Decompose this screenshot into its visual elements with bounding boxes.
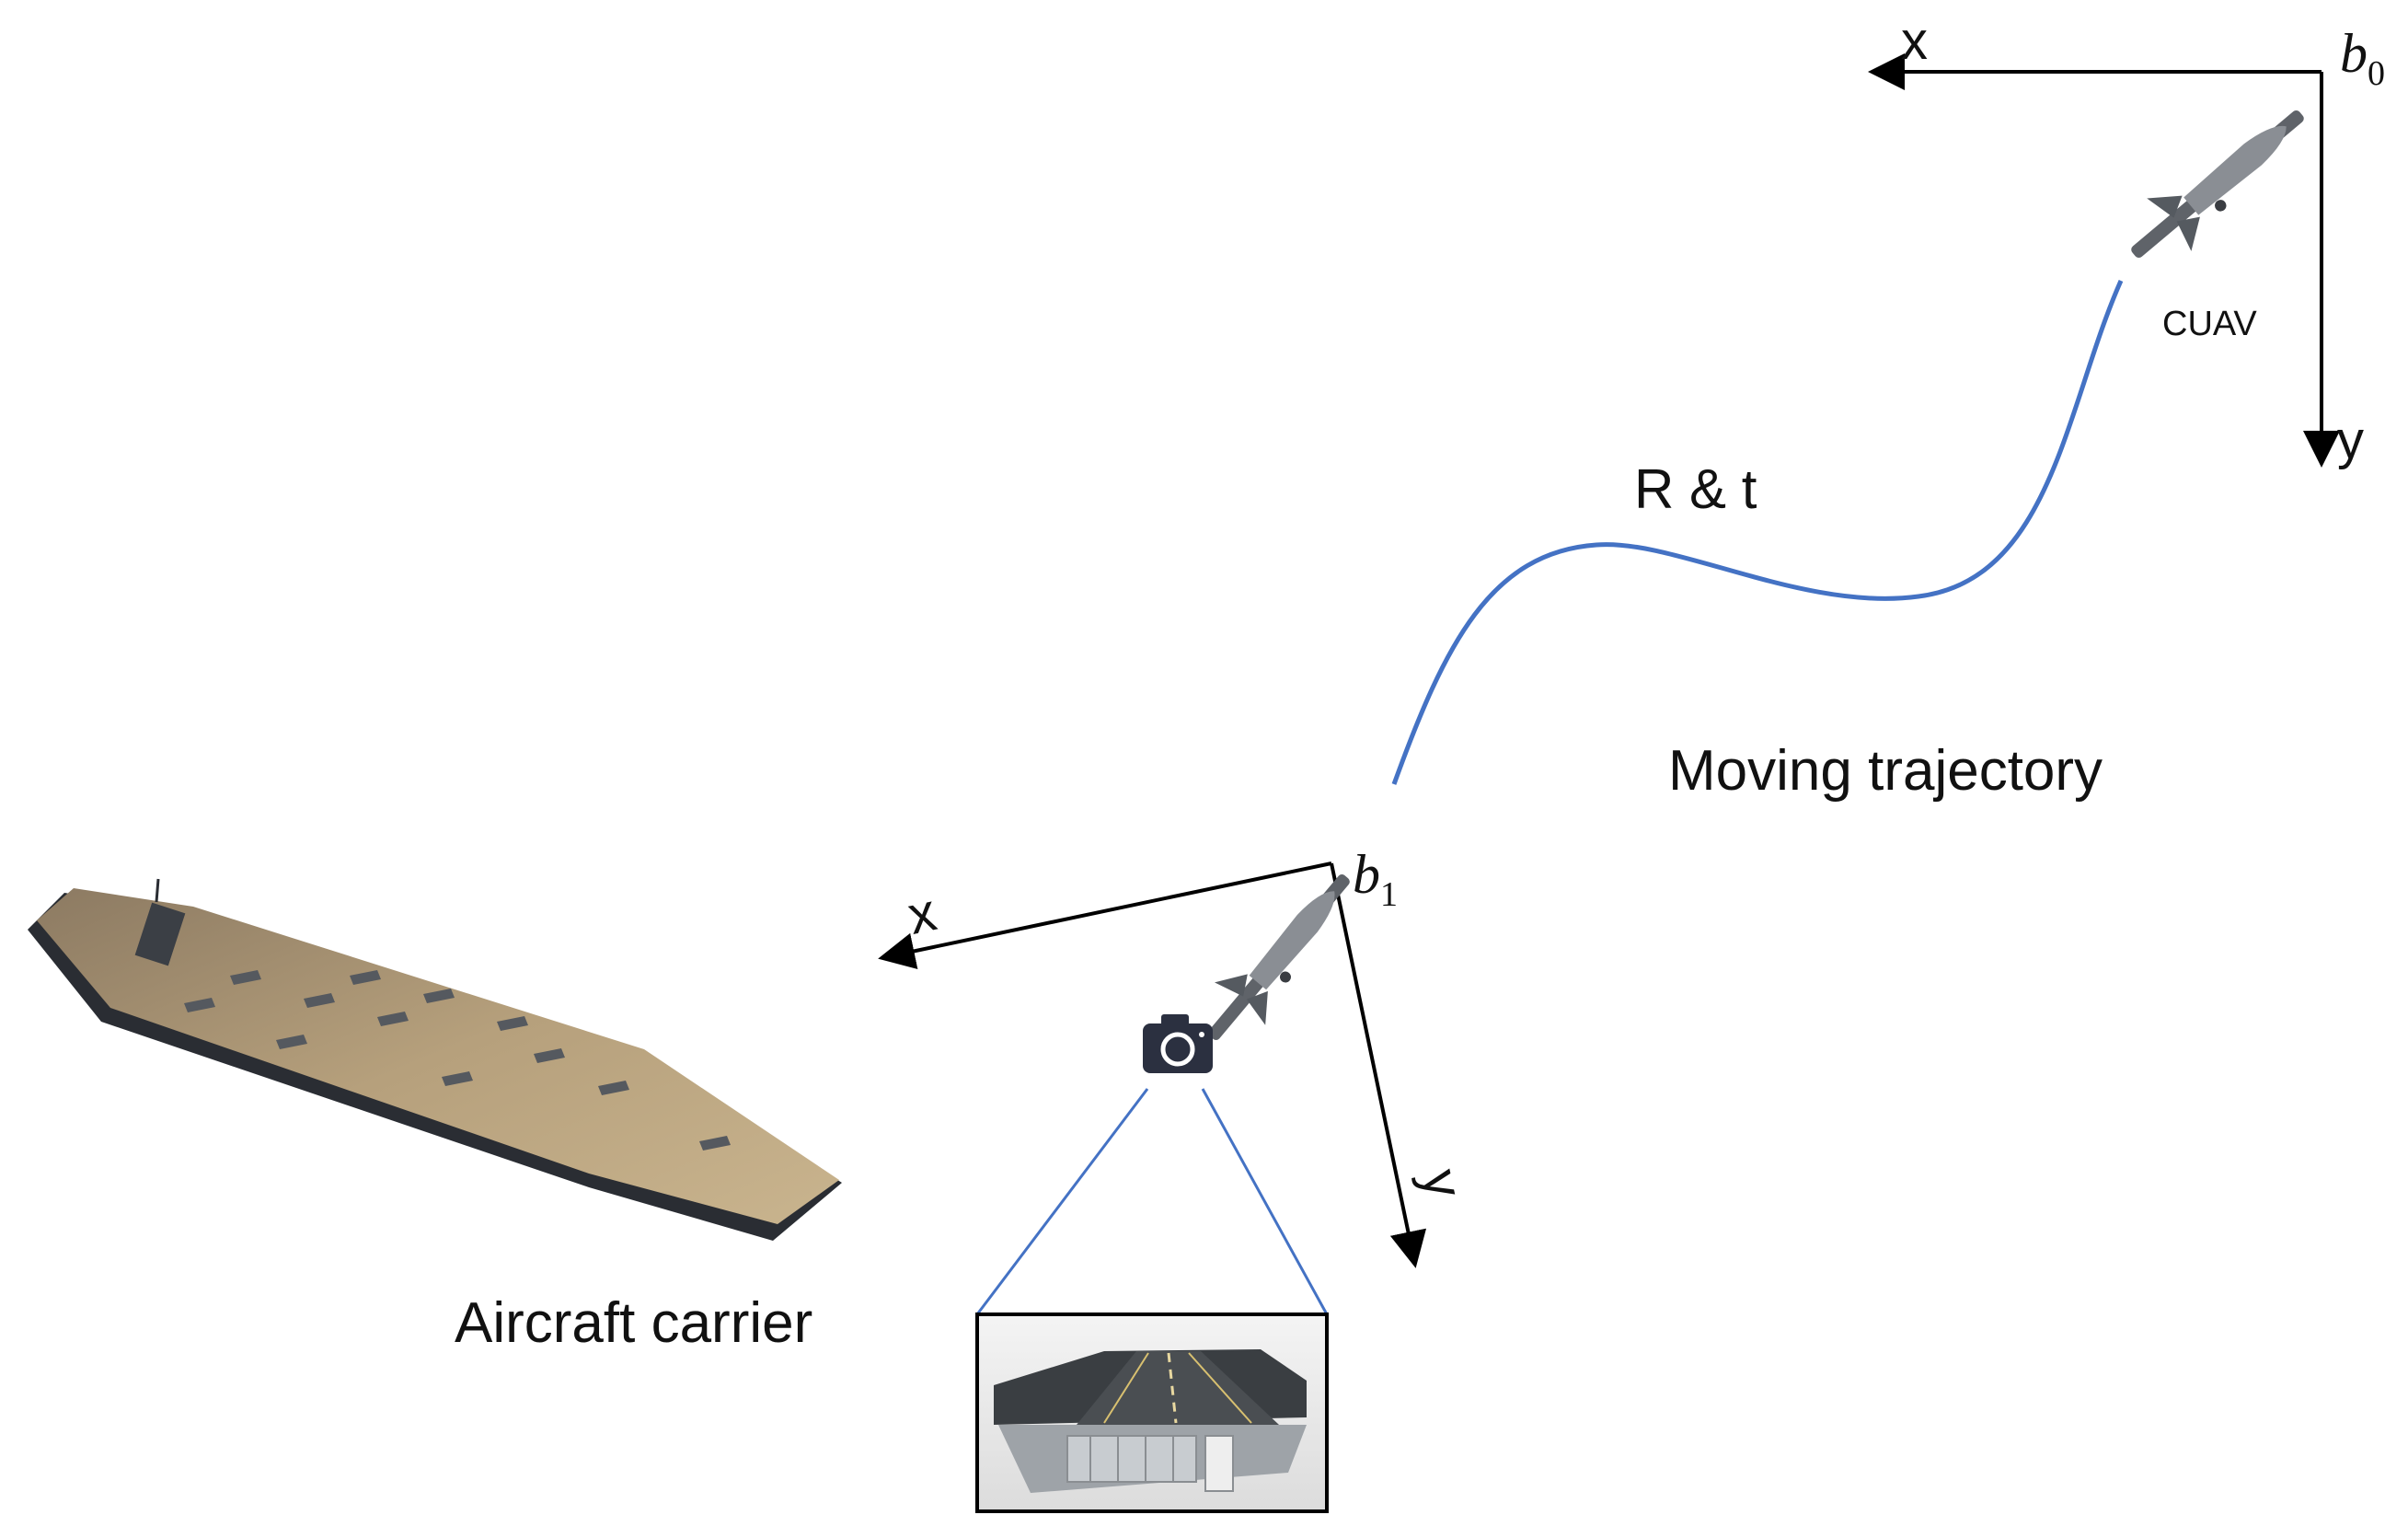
b0-x-label: x [1901, 11, 1928, 71]
trajectory-label: Moving trajectory [1668, 739, 2103, 803]
camera-view-panel [975, 1313, 1329, 1513]
moving-trajectory-curve [1391, 279, 2124, 785]
b1-y-label: y [1410, 1164, 1474, 1203]
b1-y-axis [1330, 862, 1427, 1268]
cuav-label: CUAV [2162, 305, 2257, 343]
carrier-label: Aircraft carrier [455, 1291, 812, 1355]
frame-b0: x y b0 [1868, 11, 2385, 470]
uav-drone-icon [1208, 874, 1350, 1040]
camera-icon [1143, 1014, 1213, 1073]
b1-x-axis [878, 862, 1332, 969]
b1-x-label: x [903, 882, 941, 946]
view-cone-right [1201, 1088, 1329, 1315]
view-cone-left [975, 1088, 1149, 1315]
motion-label: R & t [1634, 458, 1757, 520]
aircraft-carrier-icon [28, 878, 842, 1241]
uav-drone-icon [2131, 110, 2304, 259]
carrier-deck-view-icon [994, 1349, 1307, 1493]
b0-frame-label: b0 [2340, 23, 2385, 93]
b0-y-label: y [2337, 411, 2364, 470]
b1-frame-label: b1 [1353, 844, 1398, 914]
